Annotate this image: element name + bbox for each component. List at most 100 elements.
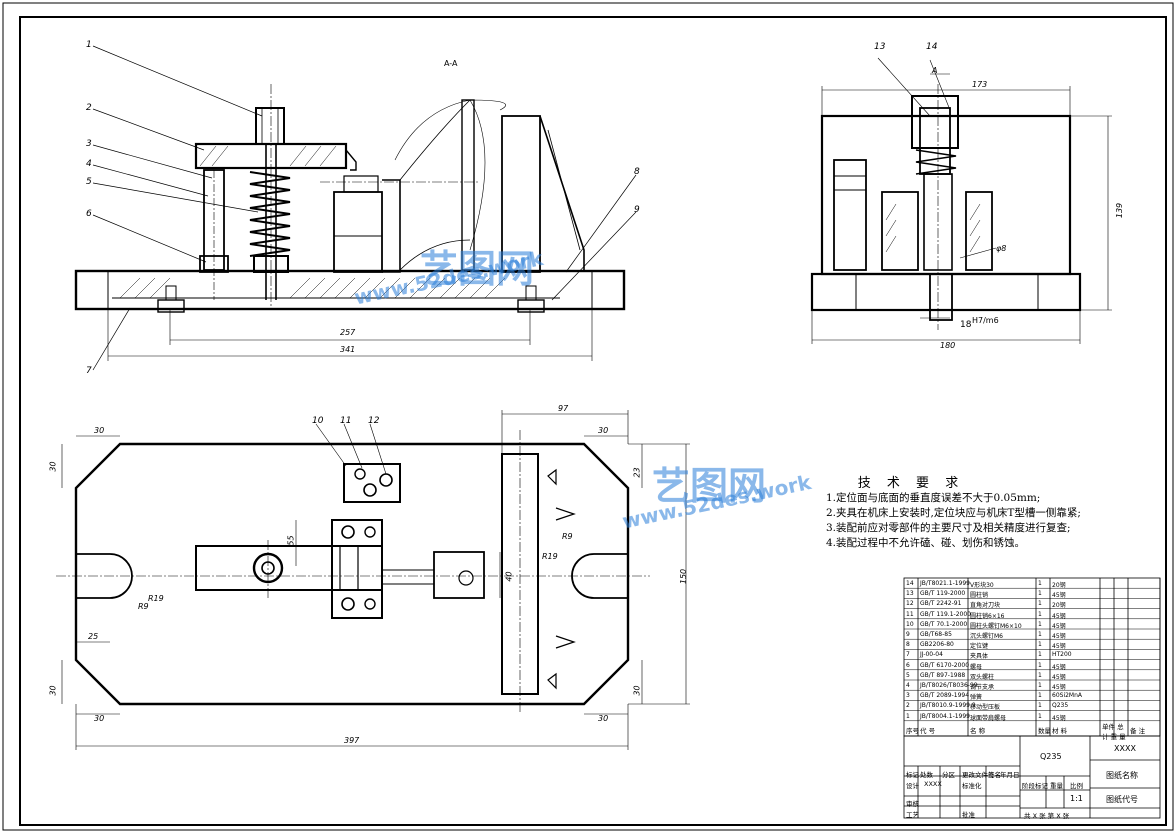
tb-change-doc: 更改文件号: [962, 771, 995, 779]
dimension-lines-top: [61, 410, 690, 750]
dim-341: 341: [340, 345, 356, 354]
tech-line-3: 3.装配前应对零部件的主要尺寸及相关精度进行复查;: [826, 522, 1071, 534]
bom-cell: 直角对刀块: [970, 602, 1001, 610]
bom-cell: 11: [906, 610, 914, 618]
part-label-14: 14: [926, 42, 938, 52]
bom-cell: JJ-00-04: [920, 651, 943, 659]
bom-cell: GB/T 2242-91: [920, 600, 962, 608]
tb-process: 工艺: [906, 811, 919, 819]
dim-fit-h7m6: H7/m6: [972, 316, 999, 325]
bom-cell: 1: [906, 712, 910, 720]
tb-drawing-name: 图纸名称: [1106, 771, 1138, 780]
dim-55: 55: [286, 535, 296, 546]
bom-cell: 夹具体: [970, 653, 989, 661]
bom-cell: HT200: [1052, 651, 1072, 659]
bom-cell: 1: [1038, 702, 1042, 710]
bom-cell: 定位键: [970, 643, 989, 651]
tb-company: XXXX: [1114, 744, 1136, 753]
part-label-10: 10: [312, 416, 324, 426]
bom-cell: GB/T68-85: [920, 631, 952, 638]
tb-scale-label: 比例: [1070, 782, 1083, 790]
bom-cell: 螺母: [970, 663, 983, 671]
bom-cell: 45钢: [1052, 622, 1066, 630]
bom-cell: 2: [906, 702, 910, 710]
dim-18: 18: [960, 320, 972, 330]
part-label-12: 12: [368, 416, 380, 426]
dim-23: 23: [632, 467, 642, 478]
bom-cell: 45钢: [1052, 663, 1066, 671]
dim-97: 97: [558, 404, 569, 413]
bom-cell: GB/T 6170-2000: [920, 661, 970, 669]
tb-date: 年月日: [1000, 771, 1020, 779]
bom-cell: GB2206-80: [920, 641, 954, 649]
bom-cell: 1: [1038, 580, 1042, 587]
bom-cell: 13: [906, 590, 914, 598]
tech-line-1: 1.定位面与底面的垂直度误差不大于0.05mm;: [826, 492, 1041, 504]
bom-cell: JB/T8021.1-1999: [920, 580, 971, 587]
bom-cell: 14: [906, 580, 914, 587]
tb-design: 设计: [906, 782, 919, 790]
bom-cell: 45钢: [1052, 612, 1066, 620]
bom-cell: 1: [1038, 610, 1042, 618]
tb-approve: 批准: [962, 811, 975, 819]
tb-mark: 标记: [906, 771, 919, 779]
tb-material: Q235: [1040, 752, 1062, 761]
tb-review: 审核: [906, 800, 919, 808]
watermark-brand-top: 艺图网: [420, 247, 535, 291]
bom-cell: 4: [906, 682, 910, 689]
bom-cell: 45钢: [1052, 633, 1066, 640]
bom-cell: 9: [906, 631, 910, 638]
bom-cell: JB/T8004.1-1999: [920, 712, 971, 720]
bom-cell: GB/T 2089-1994: [920, 692, 970, 700]
dim-257: 257: [340, 328, 356, 337]
tb-design-name: XXXX: [924, 780, 942, 788]
front-section-view: [74, 84, 626, 313]
bom-cell: 球面带肩螺母: [970, 714, 1007, 722]
part-label-13: 13: [874, 42, 886, 52]
bom-cell: 弹簧: [970, 694, 983, 702]
bom-cell: 60Si2MnA: [1052, 692, 1083, 700]
bom-cell: Q235: [1052, 702, 1069, 710]
bom-cell: 45钢: [1052, 592, 1066, 600]
bom-cell: JB/T8010.9-1999.9: [920, 702, 976, 710]
bom-header-cell: 材 料: [1052, 726, 1068, 735]
dim-30-left-upper: 30: [48, 461, 58, 472]
dim-180: 180: [940, 341, 956, 350]
bom-cell: 1: [1038, 600, 1042, 608]
tb-sign: 签名: [988, 771, 1001, 779]
dim-30-right-lower: 30: [632, 685, 642, 696]
bom-cell: GB/T 70.1-2000: [920, 620, 968, 628]
bom-cell: 1: [1038, 692, 1042, 700]
tb-zone: 分区: [942, 771, 955, 779]
bom-cell: 1: [1038, 651, 1042, 659]
bom-cell: 6: [906, 661, 910, 669]
bom-cell: 1: [1038, 631, 1042, 638]
bom-cell: 1: [1038, 671, 1042, 679]
dim-150: 150: [679, 568, 689, 585]
bom-cell: 45钢: [1052, 673, 1066, 681]
bom-cell: GB/T 897-1988: [920, 671, 966, 679]
part-label-2: 2: [86, 103, 92, 113]
part-label-11: 11: [340, 416, 352, 426]
bom-row-lines: [904, 587, 1160, 722]
bom-cell: 调节支承: [970, 684, 995, 691]
bom-cell: 45钢: [1052, 643, 1066, 651]
tb-count: 处数: [920, 771, 933, 779]
bom-cell: 沉头螺钉M6: [970, 633, 1003, 640]
side-view: [810, 84, 1082, 330]
bom-cell: 20钢: [1052, 602, 1066, 610]
bom-header-cell: 单件 总计 重 量: [1102, 722, 1126, 741]
dim-397: 397: [344, 736, 360, 745]
tb-scale: 1:1: [1070, 794, 1083, 803]
bom-cell: GB/T 119.1-2000: [920, 610, 971, 618]
bom-cell: 10: [906, 620, 914, 628]
bom-cell: 1: [1038, 712, 1042, 720]
watermark-brand-mid: 艺图网: [652, 464, 767, 508]
title-block: [903, 735, 1161, 819]
bom-cell: 5: [906, 671, 910, 679]
tb-sheets: 共 X 张 第 X 张: [1024, 812, 1070, 820]
part-label-1: 1: [86, 40, 92, 50]
inner-frame: [19, 16, 1167, 826]
bom-cell: 7: [906, 651, 910, 659]
